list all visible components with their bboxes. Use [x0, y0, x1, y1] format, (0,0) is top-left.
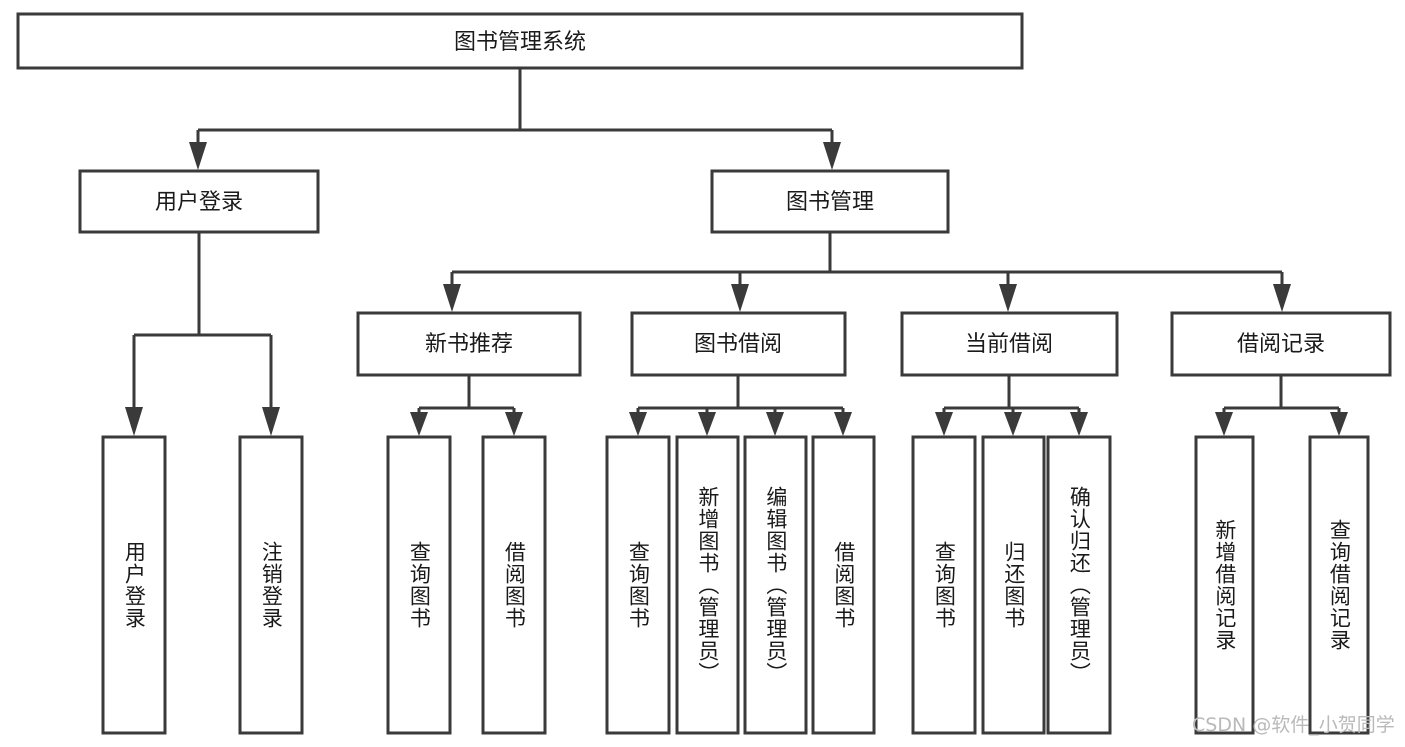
node-user-login[interactable]: 用户登录 [78, 169, 320, 234]
node-user-login-box[interactable] [78, 169, 320, 234]
edge-root-to-level1 [189, 68, 841, 170]
node-root[interactable]: 图书管理系统 [16, 12, 1024, 70]
node-leaf-add-borrow-record-box[interactable] [1194, 435, 1255, 735]
arrow-head-icon [1070, 412, 1088, 436]
node-current-borrow-box[interactable] [900, 311, 1119, 377]
arrow-head-icon [766, 412, 784, 436]
edge-user-login-to-leaves [125, 232, 280, 436]
node-leaf-edit-book-admin-box[interactable] [743, 435, 808, 735]
node-new-book-recommend-label: 新书推荐 [425, 332, 513, 357]
node-book-management[interactable]: 图书管理 [710, 169, 950, 234]
node-leaf-query-book-borrow-box[interactable] [605, 435, 671, 735]
node-leaf-borrow-book-box[interactable] [811, 435, 876, 735]
node-book-borrow-label: 图书借阅 [694, 332, 782, 357]
node-new-book-recommend[interactable]: 新书推荐 [356, 311, 582, 377]
arrow-head-icon [1273, 284, 1291, 312]
edge-borrow-record-to-leaves [1215, 375, 1348, 436]
edge-book-management-to-level2 [443, 232, 1291, 312]
node-borrow-record-label: 借阅记录 [1237, 332, 1325, 357]
node-leaf-return-book-box[interactable] [981, 435, 1046, 735]
node-new-book-recommend-box[interactable] [356, 311, 582, 377]
arrow-head-icon [505, 412, 523, 436]
node-user-login-label: 用户登录 [155, 190, 243, 215]
arrow-head-icon [125, 407, 143, 436]
node-leaf-user-login-box[interactable] [101, 435, 167, 735]
node-book-borrow[interactable]: 图书借阅 [630, 311, 847, 377]
node-leaf-add-book-admin-box[interactable] [675, 435, 740, 735]
node-root-box[interactable] [16, 12, 1024, 70]
arrow-head-icon [1004, 412, 1022, 436]
node-root-label: 图书管理系统 [454, 30, 586, 55]
node-leaf-query-borrow-record-box[interactable] [1308, 435, 1370, 735]
node-leaf-logout-login-box[interactable] [238, 435, 304, 735]
arrow-head-icon [1215, 412, 1233, 436]
arrow-head-icon [410, 412, 428, 436]
node-current-borrow-label: 当前借阅 [965, 332, 1053, 357]
node-leaf-borrow-book-rec-box[interactable] [481, 435, 547, 735]
node-book-management-label: 图书管理 [786, 190, 874, 215]
edge-new-book-recommend-to-leaves [410, 375, 523, 436]
node-leaf-query-book-rec-box[interactable] [386, 435, 452, 735]
arrow-head-icon [999, 284, 1017, 312]
arrow-head-icon [443, 284, 461, 312]
edge-current-borrow-to-leaves [935, 375, 1088, 436]
csdn-watermark: CSDN @软件_小贺同学 [1192, 714, 1395, 736]
arrow-head-icon [834, 412, 852, 436]
arrow-head-icon [731, 284, 749, 312]
node-current-borrow[interactable]: 当前借阅 [900, 311, 1119, 377]
node-leaf-confirm-return-admin-box[interactable] [1046, 435, 1112, 735]
edge-book-borrow-to-leaves [629, 375, 852, 436]
arrow-head-icon [1330, 412, 1348, 436]
arrow-head-icon [629, 412, 647, 436]
node-borrow-record[interactable]: 借阅记录 [1170, 311, 1392, 377]
arrow-head-icon [935, 412, 953, 436]
arrow-head-icon [698, 412, 716, 436]
node-leaf-query-book-current-box[interactable] [911, 435, 977, 735]
arrow-head-icon [262, 407, 280, 436]
arrow-head-icon [189, 142, 207, 170]
arrow-head-icon [823, 142, 841, 170]
